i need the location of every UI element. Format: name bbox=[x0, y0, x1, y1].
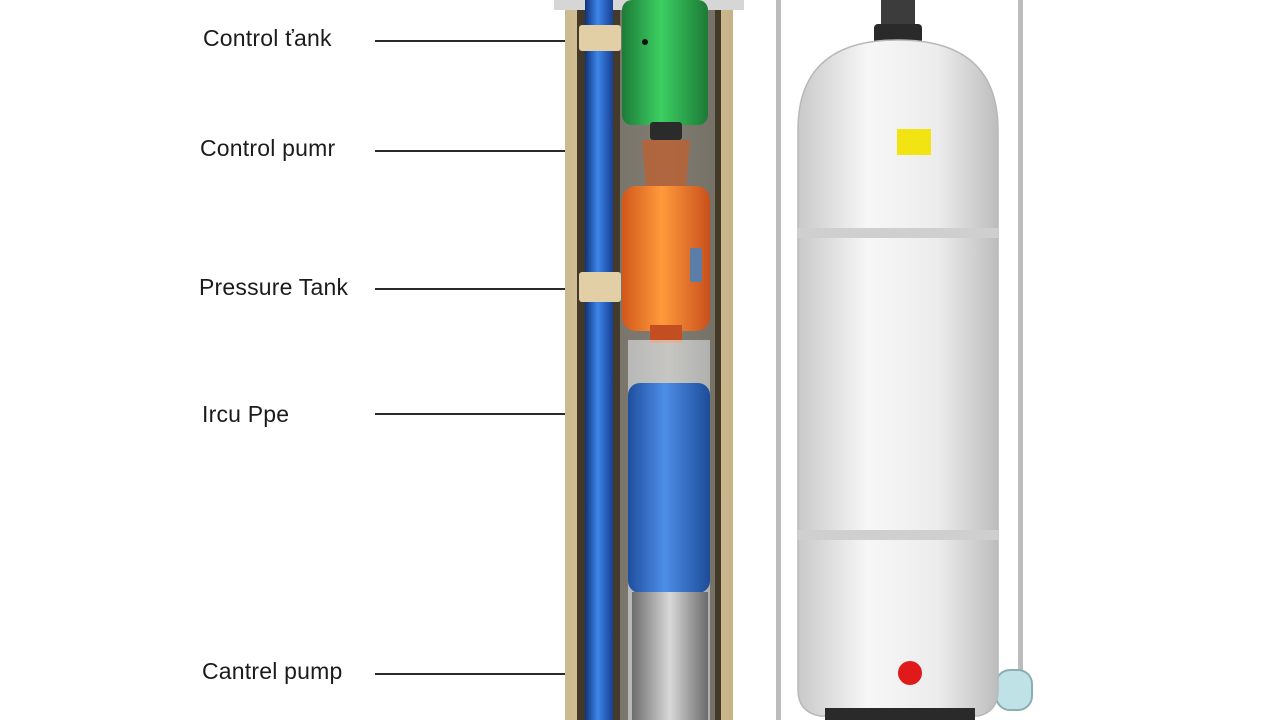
label-pressure-tank: Pressure Tank bbox=[199, 274, 349, 300]
orange-pump-section bbox=[622, 186, 710, 331]
motor-screw bbox=[642, 39, 648, 45]
pressure-tank-body bbox=[797, 39, 999, 717]
guide-rod-left bbox=[776, 0, 781, 720]
pump-adapter bbox=[642, 140, 690, 188]
leader-line-control-pump-lower bbox=[375, 673, 630, 675]
tank-indicator-yellow bbox=[897, 129, 931, 155]
pipe-clamp-lower bbox=[579, 272, 621, 302]
drop-pipe bbox=[585, 0, 613, 720]
steel-motor-base bbox=[632, 592, 708, 720]
label-control-pump-lower: Cantrel pump bbox=[202, 658, 343, 684]
pump-cable-guard bbox=[690, 248, 702, 282]
green-motor bbox=[622, 0, 708, 125]
pipe-clamp-upper bbox=[579, 25, 621, 51]
tank-inlet-fitting bbox=[874, 24, 922, 44]
leader-line-control-pump-upper bbox=[375, 150, 580, 152]
tank-inlet-cable bbox=[881, 0, 915, 28]
tank-indicator-red bbox=[898, 661, 922, 685]
label-control-tank: Control ťank bbox=[203, 25, 332, 51]
tank-seam-lower bbox=[798, 530, 998, 540]
tank-seam-upper bbox=[798, 228, 998, 238]
pump-intake bbox=[650, 325, 682, 343]
leader-line-control-tank bbox=[375, 40, 580, 42]
tank-base bbox=[825, 708, 975, 720]
label-control-pump-upper: Control pumr bbox=[200, 135, 336, 161]
motor-coupling bbox=[650, 122, 682, 140]
leader-line-pressure-tank bbox=[375, 288, 580, 290]
pressure-switch-fitting bbox=[995, 669, 1033, 711]
guide-rod-right bbox=[1018, 0, 1023, 690]
label-iron-pipe: Ircu Ppe bbox=[202, 401, 290, 427]
leader-line-iron-pipe bbox=[375, 413, 580, 415]
blue-pump-body bbox=[628, 383, 710, 593]
